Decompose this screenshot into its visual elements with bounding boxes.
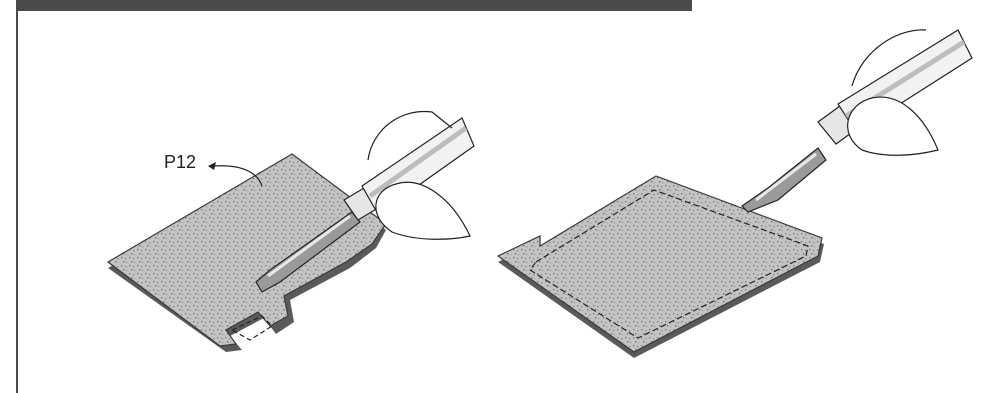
callout-label: P12 [164, 152, 196, 173]
left-adhesive-pad [108, 154, 386, 352]
right-scraper-tool-icon [742, 30, 972, 212]
right-adhesive-pad [498, 176, 824, 358]
